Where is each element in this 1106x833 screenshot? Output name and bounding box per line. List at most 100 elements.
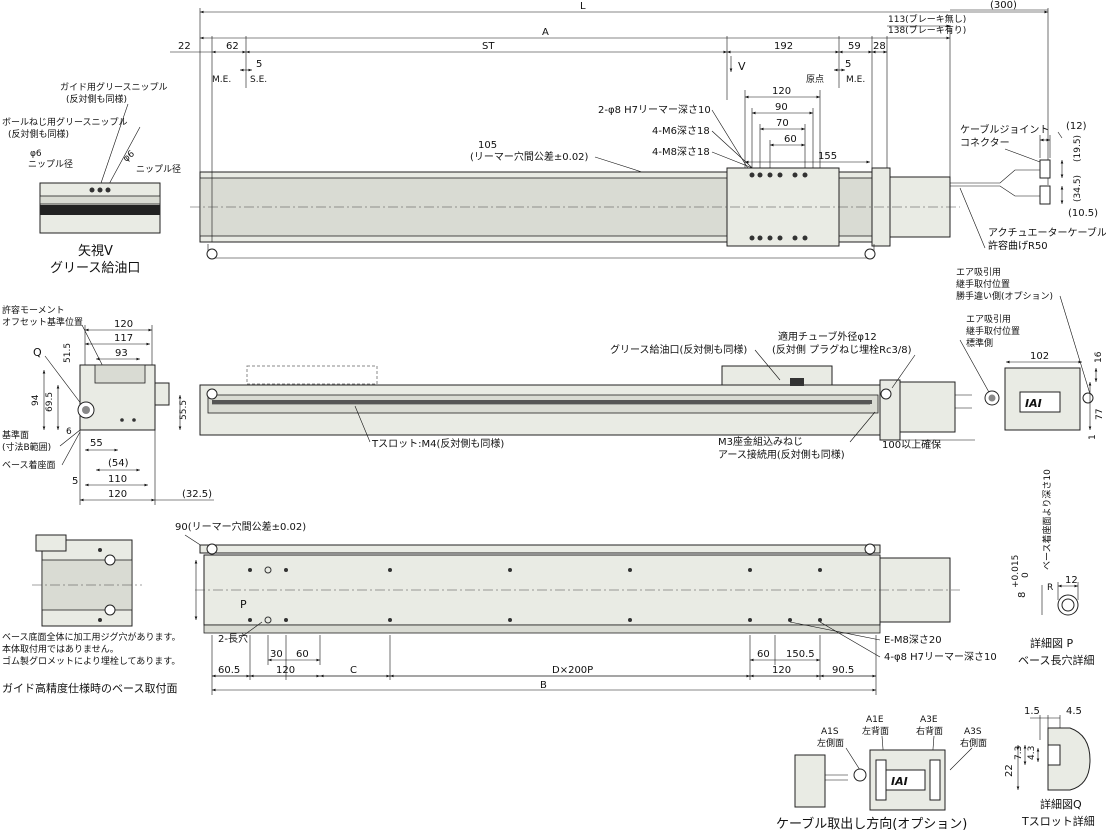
me-left: M.E. xyxy=(212,75,231,85)
dim-90-bottom: 90(リーマー穴間公差±0.02) xyxy=(175,520,306,533)
dim-brake-none: 113(ブレーキ無し) xyxy=(888,13,966,25)
dim-69-5: 69.5 xyxy=(45,392,55,412)
view-v: ガイド用グリースニップル (反対側も同様) ボールねじ用グリースニップル (反対… xyxy=(2,81,181,276)
cable-joint-label-2: コネクター xyxy=(960,137,1010,149)
dim-117: 117 xyxy=(114,333,133,344)
tube-label-2: (反対側 プラグねじ埋栓Rc3/8) xyxy=(772,343,912,356)
dim-120-top: 120 xyxy=(772,86,791,97)
nipple-b: ニップル径 xyxy=(136,163,181,175)
dim-62: 62 xyxy=(226,41,239,52)
detail-q: 1.5 4.5 7.3 4.3 22 詳細図Q Tスロット詳細 xyxy=(1004,706,1095,828)
dim-B: B xyxy=(540,680,547,691)
dim-30: 30 xyxy=(270,649,283,660)
dim-5-end: 5 xyxy=(72,476,78,487)
act-cable-label-2: 許容曲げR50 xyxy=(988,239,1048,252)
dim-100: 100以上確保 xyxy=(882,438,941,451)
view-v-label: V xyxy=(738,60,746,73)
dim-55-end: 55 xyxy=(90,438,103,449)
detail-p: ベース着座面より深さ10 8 +0.015 0 12 R 詳細図 P ベース長穴… xyxy=(1011,469,1094,667)
detail-q-7-3: 7.3 xyxy=(1014,746,1024,760)
dim-155: 155 xyxy=(818,151,837,162)
dim-120-a: 120 xyxy=(276,665,295,676)
tube-label-1: 適用チューブ外径φ12 xyxy=(778,330,877,343)
reamer-tol-top: (リーマー穴間公差±0.02) xyxy=(470,150,589,163)
slot-label: 2-長穴 xyxy=(218,632,248,645)
dim-94: 94 xyxy=(31,394,41,406)
dim-60-a: 60 xyxy=(296,649,309,660)
tslot-label: Tスロット:M4(反対側も同様) xyxy=(371,437,504,450)
moment-label-2: オフセット基準位置 xyxy=(2,316,83,328)
end-view: 許容モーメント オフセット基準位置 120 117 93 Q 51.5 94 6… xyxy=(2,304,214,505)
right-view: エア吸引用 継手取付位置 勝手違い側(オプション) エア吸引用 継手取付位置 標… xyxy=(956,267,1105,440)
a3s-code: A3S xyxy=(964,727,982,737)
dim-150-5: 150.5 xyxy=(786,649,815,660)
view-v-title-2: グリース給油口 xyxy=(50,261,140,276)
ref-label-2: (寸法B範囲) xyxy=(2,441,51,453)
a1e-side: 左背面 xyxy=(862,725,889,737)
air1-label-2: 継手取付位置 xyxy=(956,278,1010,290)
a1s-code: A1S xyxy=(821,727,839,737)
base-seat-label: ベース着座面 xyxy=(2,459,56,471)
detail-p-r: R xyxy=(1047,583,1053,593)
grease-guide-label-2: (反対側も同様) xyxy=(66,93,127,105)
moment-label-1: 許容モーメント xyxy=(2,304,65,316)
dim-A: A xyxy=(542,27,549,38)
m8-label: 4-M8深さ18 xyxy=(652,146,710,158)
note-line-1: ベース底面全体に加工用ジグ穴があります。 xyxy=(2,631,181,643)
note-line-3: ゴム製グロメットにより埋栓してあります。 xyxy=(2,655,180,667)
cable-dir-title: ケーブル取出し方向(オプション) xyxy=(776,816,967,832)
note-line-2: 本体取付用ではありません。 xyxy=(2,643,119,655)
phi6-a: φ6 xyxy=(30,149,42,159)
dim-60-5: 60.5 xyxy=(218,665,240,676)
phi6-b: φ6 xyxy=(122,149,138,164)
view-v-title-1: 矢視V xyxy=(78,244,113,259)
dim-102: 102 xyxy=(1030,351,1049,362)
m6-label: 4-M6深さ18 xyxy=(652,125,710,137)
grease-ball-label-2: (反対側も同様) xyxy=(8,128,69,140)
origin-label: 原点 xyxy=(806,74,824,85)
detail-q-1-5: 1.5 xyxy=(1024,706,1040,717)
m3-label-2: アース接続用(反対側も同様) xyxy=(718,448,845,461)
nipple-a: ニップル径 xyxy=(28,158,73,170)
dim-77: 77 xyxy=(1095,409,1105,420)
dim-L: L xyxy=(580,1,586,12)
detail-q-4-3: 4.3 xyxy=(1027,746,1037,760)
detail-p-12: 12 xyxy=(1065,575,1078,586)
grease-port-label: グリース給油口(反対側も同様) xyxy=(610,343,747,356)
bottom-holes xyxy=(248,566,822,624)
cable-direction-view: A1S 左側面 A1E 左背面 A3E 右背面 A3S 右側面 IAI ケーブル… xyxy=(776,715,987,832)
iai-logo-right: IAI xyxy=(1025,397,1042,410)
slider-holes xyxy=(749,172,808,241)
side-view: グリース給油口(反対側も同様) 適用チューブ外径φ12 (反対側 プラグねじ埋栓… xyxy=(199,330,975,461)
dim-90-5: 90.5 xyxy=(832,665,854,676)
a3e-code: A3E xyxy=(920,715,938,725)
dim-192: 192 xyxy=(774,41,793,52)
dim-5-right: 5 xyxy=(845,59,851,70)
detail-q-4-5: 4.5 xyxy=(1066,706,1082,717)
dim-Dx200P: D×200P xyxy=(552,665,593,676)
a3e-side: 右背面 xyxy=(916,725,943,737)
dim-16: 16 xyxy=(1094,351,1104,363)
dim-34-5: (34.5) xyxy=(1073,175,1083,202)
dim-110: 110 xyxy=(108,474,127,485)
dim-120-end-b: 120 xyxy=(108,489,127,500)
air2-label-3: 標準側 xyxy=(966,337,993,349)
air1-label-1: エア吸引用 xyxy=(956,267,1001,278)
dim-12-cable: (12) xyxy=(1066,121,1087,132)
detail-p-8: 8 xyxy=(1017,592,1028,598)
dim-120-b: 120 xyxy=(772,665,791,676)
dim-120-end: 120 xyxy=(114,319,133,330)
guide-note-title: ガイド高精度仕様時のベース取付面 xyxy=(2,681,177,695)
dim-93: 93 xyxy=(115,348,128,359)
air1-label-3: 勝手違い側(オプション) xyxy=(956,290,1053,302)
detail-p-tol-top: +0.015 xyxy=(1011,555,1021,588)
dim-60-b: 60 xyxy=(757,649,770,660)
dim-54: (54) xyxy=(108,458,129,469)
em8-label: E-M8深さ20 xyxy=(884,634,942,646)
reamer-top-label: 2-φ8 H7リーマー深さ10 xyxy=(598,104,711,116)
reamer-bottom-label: 4-φ8 H7リーマー深さ10 xyxy=(884,651,997,663)
q-label: Q xyxy=(33,346,42,359)
top-view: L A (300) 113(ブレーキ無し) 138(ブレーキ有り) 22 62 … xyxy=(170,0,1106,260)
cable-joint-label-1: ケーブルジョイント xyxy=(960,123,1049,136)
